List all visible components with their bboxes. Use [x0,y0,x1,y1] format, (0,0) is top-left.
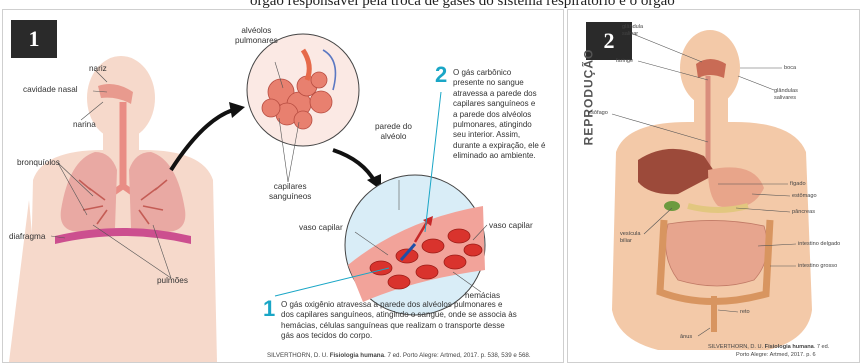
label-vaso-capilar-left: vaso capilar [299,223,343,233]
citation-panel2-line1: SILVERTHORN, D. U. Fisiologia humana. 7 … [708,344,829,350]
step2-number: 2 [435,62,447,88]
step1-number: 1 [263,296,275,322]
label-narina: narina [73,120,96,130]
step1-text: O gás oxigênio atravessa a parede dos al… [281,300,561,342]
citation-panel2-line2: Porto Alegre: Artmed, 2017. p. 6 [736,352,816,358]
label-pancreas: pâncreas [792,209,815,216]
label-faringe: faringe [616,58,633,65]
label-parede-alveolo: parede do alvéolo [375,122,412,142]
digestive-illustration [568,10,859,362]
label-capilares: capilares sanguíneos [269,182,311,202]
label-vesicula: vesícula biliar [620,231,641,245]
label-nariz: nariz [89,64,107,74]
side-text: REPRODUÇÃO [581,49,595,146]
label-glandula: glândula salivar [622,24,643,38]
panel-number-1: 1 [11,20,57,58]
label-bronquiolos: bronquíolos [17,158,60,168]
respiratory-figure: 1 nariz cavidade nasal narina bronquíolo… [2,9,564,363]
gallbladder [664,201,680,211]
label-reto: reto [740,309,750,316]
label-alveolos: alvéolos pulmonares [235,26,278,46]
label-boca: boca [784,65,796,72]
label-figado: fígado [790,181,806,188]
citation-panel1: SILVERTHORN, D. U. Fisiologia humana. 7 … [267,352,531,359]
label-cavidade-nasal: cavidade nasal [23,85,78,95]
label-glandulas-salivares: glândulas salivares [774,88,798,102]
small-intestine [666,220,768,286]
label-intestino-grosso: intestino grosso [798,263,837,270]
label-intestino-delgado: intestino delgado [798,241,840,248]
label-estomago: estômago [792,193,817,200]
label-vaso-capilar-right: vaso capilar [489,221,533,231]
label-diafragma: diafragma [9,232,45,242]
step2-text: O gás carbônico presente no sangue atrav… [453,68,559,162]
label-anus: ânus [680,334,692,341]
arrow-to-capillary [333,150,375,182]
label-pulmoes: pulmões [157,276,188,286]
digestive-figure: 2 REPRODUÇÃO glândula salivar faringe bo… [567,9,860,363]
label-esofago: esôfago [588,110,608,117]
